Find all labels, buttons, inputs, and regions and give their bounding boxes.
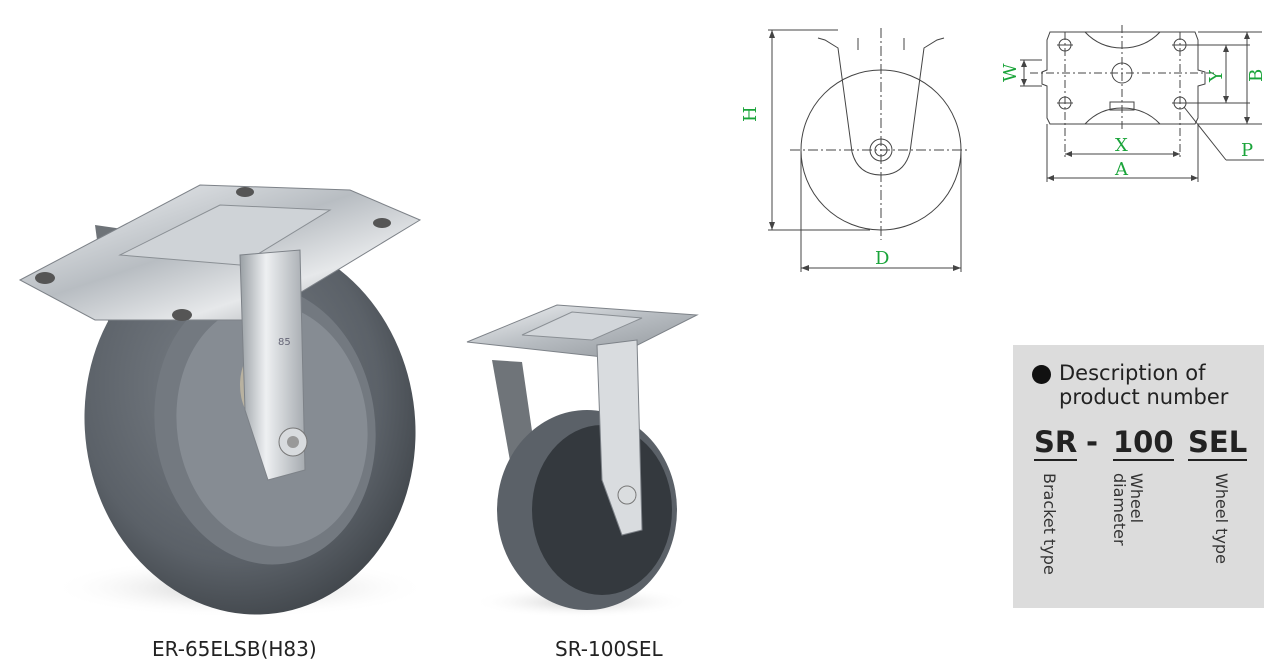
code-wheel-diameter: 100: [1113, 425, 1174, 461]
dim-label-H: H: [740, 106, 761, 122]
code-dash: -: [1086, 425, 1099, 459]
meaning-wheel-diameter: Wheel diameter: [1110, 473, 1146, 546]
top-plate-drawing: W Y B X A P: [1000, 25, 1264, 182]
caster-photo-small: [466, 304, 699, 618]
brand-emblem-number: 85: [278, 337, 291, 348]
caster-photo-large: 85: [18, 184, 430, 618]
caption-large-caster: ER-65ELSB(H83): [152, 637, 317, 661]
dim-label-X: X: [1115, 135, 1128, 156]
code-wheel-type: SEL: [1188, 425, 1248, 461]
description-title-line1: Description of: [1059, 361, 1206, 385]
meaning-bracket-type: Bracket type: [1040, 473, 1059, 575]
product-number-description-panel: Description of product number SR - 100 S…: [1013, 345, 1264, 608]
dim-label-W: W: [1000, 63, 1021, 82]
dim-label-Y: Y: [1206, 69, 1227, 83]
description-title-line2: product number: [1059, 385, 1229, 409]
bullet-icon: [1032, 365, 1051, 384]
meaning-wheel-type: Wheel type: [1212, 473, 1231, 564]
dim-label-D: D: [875, 248, 889, 269]
caption-small-caster: SR-100SEL: [555, 637, 663, 661]
side-view-drawing: H D: [740, 28, 970, 272]
dim-label-B: B: [1246, 69, 1264, 82]
dim-label-P: P: [1241, 140, 1253, 161]
dim-label-A: A: [1114, 159, 1129, 180]
code-bracket-type: SR: [1034, 425, 1078, 461]
